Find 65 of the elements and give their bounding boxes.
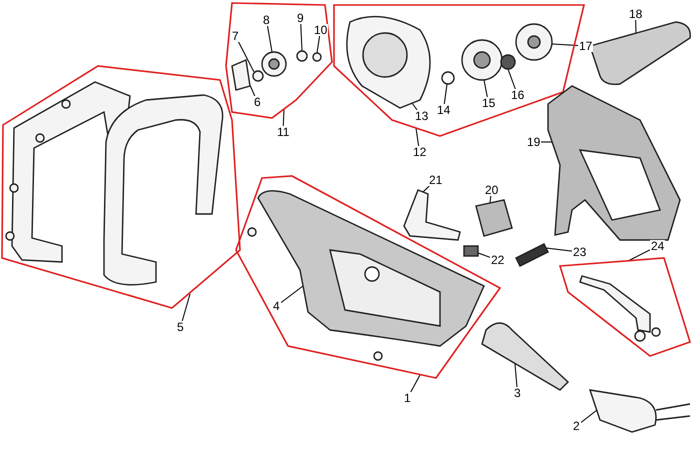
callout-number: 13 bbox=[414, 110, 430, 122]
callout-number: 3 bbox=[513, 387, 522, 399]
callout-number: 20 bbox=[484, 184, 500, 196]
leader-line bbox=[282, 108, 284, 126]
callout-number: 9 bbox=[296, 12, 305, 24]
leader-line bbox=[546, 248, 572, 252]
leader-line bbox=[514, 364, 518, 388]
washer-drawing bbox=[296, 50, 308, 62]
callout-number: 24 bbox=[650, 240, 666, 252]
leader-line bbox=[478, 252, 490, 258]
group-outline bbox=[559, 257, 691, 357]
leader-line bbox=[410, 374, 420, 392]
leader-line bbox=[182, 294, 190, 322]
leader-line bbox=[508, 68, 516, 90]
leader-line bbox=[635, 20, 636, 34]
leader-line bbox=[580, 410, 598, 423]
leader-line bbox=[238, 42, 254, 72]
group-outline bbox=[225, 2, 333, 119]
bracket-drawing bbox=[403, 189, 461, 241]
callout-number: 8 bbox=[262, 14, 271, 26]
leader-line bbox=[416, 128, 420, 146]
callout-number: 4 bbox=[272, 300, 281, 312]
group-outline bbox=[1, 65, 241, 309]
callout-number: 18 bbox=[628, 8, 644, 20]
leader-line bbox=[484, 80, 488, 98]
callout-number: 19 bbox=[526, 136, 542, 148]
plug-drawing bbox=[589, 389, 691, 433]
side-cover-drawing bbox=[547, 85, 681, 241]
switch-drawing bbox=[475, 199, 513, 237]
callout-number: 22 bbox=[490, 254, 506, 266]
callout-number: 5 bbox=[176, 321, 185, 333]
leader-line bbox=[300, 24, 302, 52]
leader-line bbox=[628, 249, 650, 262]
callout-number: 6 bbox=[253, 96, 262, 108]
leader-line bbox=[422, 186, 430, 192]
leader-line bbox=[280, 286, 304, 304]
callout-number: 7 bbox=[231, 30, 240, 42]
spring-drawing bbox=[515, 243, 549, 267]
nut-drawing bbox=[252, 70, 264, 82]
leader-line bbox=[267, 26, 272, 52]
ring-drawing bbox=[441, 71, 455, 85]
callout-number: 14 bbox=[436, 104, 452, 116]
plate-drawing bbox=[231, 59, 251, 91]
callout-number: 12 bbox=[412, 146, 428, 158]
terminal-drawing bbox=[463, 245, 479, 257]
callout-number: 17 bbox=[578, 40, 594, 52]
callout-number: 16 bbox=[510, 89, 526, 101]
gear-drawing bbox=[261, 51, 287, 77]
leader-line bbox=[552, 44, 578, 46]
sprocket-drawing bbox=[461, 39, 503, 81]
callout-number: 1 bbox=[403, 392, 412, 404]
leader-line bbox=[316, 36, 320, 54]
callout-number: 10 bbox=[313, 24, 328, 36]
callout-number: 23 bbox=[572, 246, 588, 258]
callout-number: 2 bbox=[572, 420, 581, 432]
cover-drawing bbox=[345, 15, 431, 109]
cap-drawing bbox=[515, 23, 553, 61]
callout-number: 11 bbox=[276, 126, 290, 138]
housing-drawing bbox=[257, 189, 485, 347]
leader-line bbox=[444, 84, 448, 104]
leader-line bbox=[490, 196, 492, 204]
callout-number: 21 bbox=[428, 174, 444, 186]
bearing-drawing bbox=[500, 54, 516, 70]
clip-drawing bbox=[312, 52, 322, 62]
callout-number: 15 bbox=[481, 97, 496, 109]
